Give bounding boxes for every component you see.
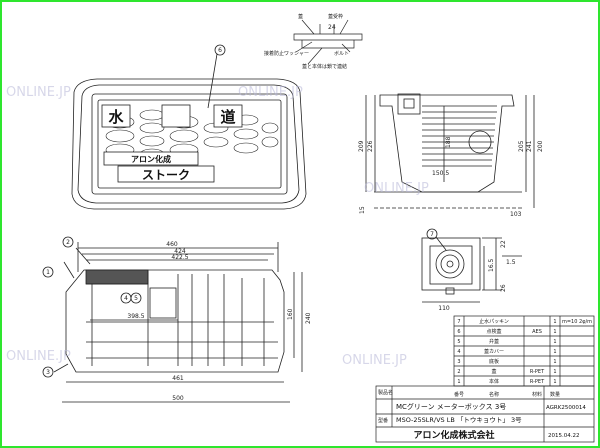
section-dim-22: 22 <box>500 240 507 248</box>
front-callout-4: 4 <box>124 295 128 302</box>
side-dim-150-5: 150.5 <box>432 170 449 177</box>
title-label: 製品名 <box>378 389 393 396</box>
row-7-qty: 1 <box>553 319 556 325</box>
front-dim-424: 424 <box>174 248 186 255</box>
row-3-qty: 1 <box>553 359 556 365</box>
section-dim-26: 26 <box>500 284 507 292</box>
front-view <box>42 236 303 403</box>
side-dim-241: 241 <box>526 140 533 152</box>
row-5-name: 弁蓋 <box>489 338 499 345</box>
lid-brand-mark: ストーク <box>142 168 190 182</box>
row-5-qty: 1 <box>553 339 556 345</box>
parts-table <box>375 315 595 443</box>
header-qty: 数量 <box>550 391 560 398</box>
side-dim-205: 205 <box>518 140 525 152</box>
model-label: 型番 <box>378 417 388 424</box>
row-1-name: 本体 <box>489 378 499 385</box>
detail-label-washer: 接着防止ワッシャー <box>264 50 309 57</box>
detail-dim: 24 <box>328 24 336 31</box>
header-no: 番号 <box>454 391 464 398</box>
product-title: MCグリーン メーターボックス 3号 <box>396 402 506 411</box>
plate-char-2: 道 <box>220 108 235 126</box>
row-3-no: 3 <box>457 359 460 365</box>
row-7-note: m=10 2φ/m <box>562 319 592 325</box>
section-dim-1-5: 1.5 <box>506 259 516 266</box>
row-1-no: 1 <box>457 379 460 385</box>
front-callout-1: 1 <box>46 269 50 276</box>
detail-label-bolt: ボルト <box>334 50 349 57</box>
side-dim-209: 209 <box>358 140 365 152</box>
section-view <box>421 228 522 303</box>
parts-rows: 7 止水パッキン 1 m=10 2φ/m 6 点検蓋 AES 1 5 弁蓋 1 … <box>454 318 592 398</box>
front-dim-461: 461 <box>172 375 184 382</box>
detail-label-chain: 蓋と本体は鎖で連結 <box>302 63 347 70</box>
row-7-no: 7 <box>457 319 460 325</box>
row-4-qty: 1 <box>553 349 556 355</box>
lid-company-mark: アロン化成 <box>131 154 171 164</box>
watermarks: ONLINE.JP ONLINE.JP ONLINE.JP ONLINE.JP … <box>6 85 429 368</box>
company-name: アロン化成株式会社 <box>413 429 494 441</box>
side-dim-200: 200 <box>537 140 544 152</box>
row-4-no: 4 <box>457 349 460 355</box>
row-6-mat: AES <box>532 329 542 335</box>
side-dim-103: 103 <box>510 211 522 218</box>
plate-char-1: 水 <box>108 108 124 126</box>
watermark-3: ONLINE.JP <box>364 181 429 196</box>
row-1-mat: R-PET <box>530 379 545 385</box>
detail-label-lid: 蓋 <box>298 13 303 20</box>
front-dim-160: 160 <box>287 308 294 320</box>
front-callout-3: 3 <box>46 369 50 376</box>
header-material: 材料 <box>532 391 542 398</box>
model-number: MSO-25SLR/VS LB 「トウキョウト」 3号 <box>396 416 522 424</box>
detail-label-frame: 蓋受枠 <box>328 13 343 20</box>
section-callout-7: 7 <box>430 231 434 238</box>
front-dim-398-5: 398.5 <box>127 313 144 320</box>
row-1-qty: 1 <box>553 379 556 385</box>
watermark-5: ONLINE.JP <box>342 353 407 368</box>
front-callout-2: 2 <box>66 239 70 246</box>
watermark-4: ONLINE.JP <box>6 349 71 364</box>
front-dim-460: 460 <box>166 241 178 248</box>
drawing-date: 2015.04.22 <box>548 433 580 439</box>
section-dim-16-5: 16.5 <box>488 258 495 272</box>
row-2-no: 2 <box>457 369 460 375</box>
front-callout-5: 5 <box>134 295 138 302</box>
front-dim-422-5: 422.5 <box>171 254 188 261</box>
top-view-callout-6: 6 <box>218 47 222 54</box>
watermark-2: ONLINE.JP <box>238 85 303 100</box>
row-7-name: 止水パッキン <box>479 318 509 325</box>
row-2-name: 蓋 <box>491 368 496 375</box>
row-6-qty: 1 <box>553 329 556 335</box>
row-2-mat: R-PET <box>530 369 545 375</box>
section-dim-110: 110 <box>438 305 450 312</box>
row-2-qty: 1 <box>553 369 556 375</box>
side-dim-188: 188 <box>445 136 452 148</box>
row-6-name: 点検蓋 <box>486 328 501 335</box>
front-dim-500: 500 <box>172 395 184 402</box>
row-5-no: 5 <box>457 339 460 345</box>
front-dim-240: 240 <box>305 312 312 324</box>
row-4-name: 蓋カバー <box>484 348 504 355</box>
hinge-detail <box>293 19 363 65</box>
side-dim-226: 226 <box>367 140 374 152</box>
row-6-no: 6 <box>457 329 460 335</box>
top-view <box>71 44 307 210</box>
side-dim-15: 15 <box>359 206 366 214</box>
side-view <box>365 93 535 209</box>
row-3-name: 底板 <box>489 358 499 365</box>
drawing-number: AGRK2500014 <box>546 405 586 411</box>
header-name: 名称 <box>489 391 499 398</box>
watermark-1: ONLINE.JP <box>6 85 71 100</box>
